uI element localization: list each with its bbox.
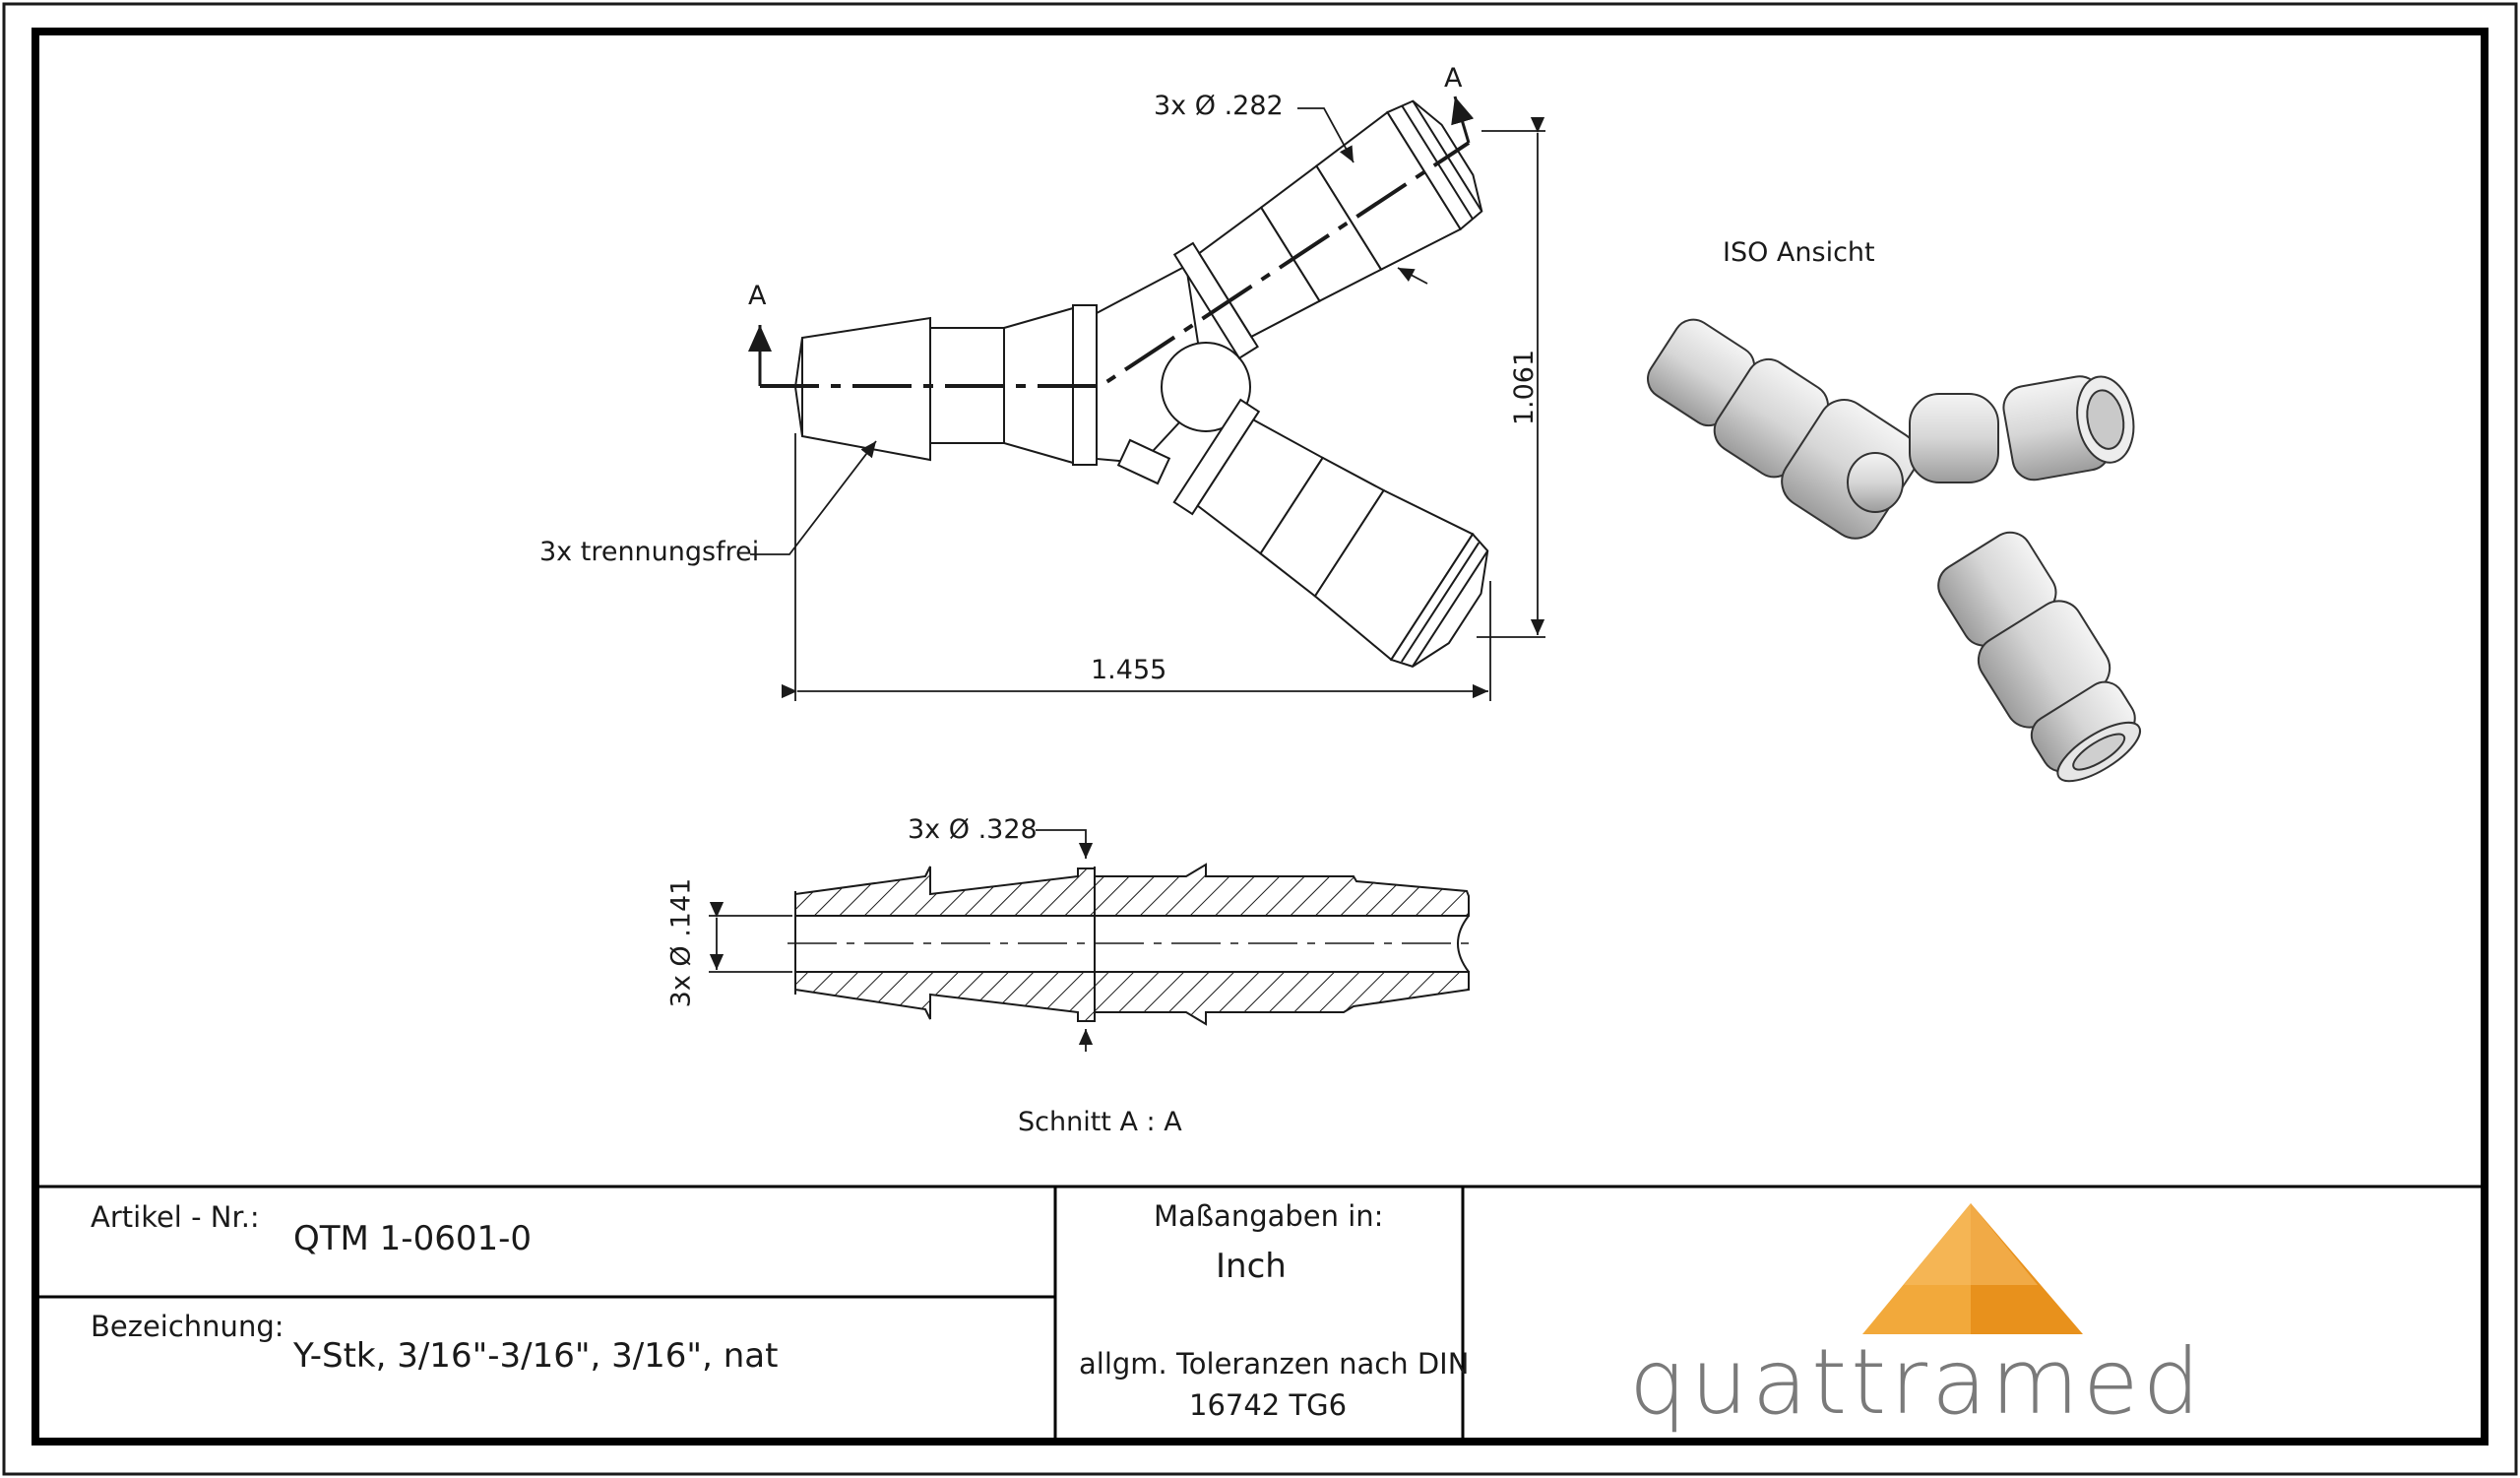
section-view — [788, 863, 1472, 1026]
bore-diameter-label: 3x Ø .141 — [665, 877, 697, 1008]
article-no-label: Artikel - Nr.: — [91, 1200, 260, 1234]
section-title: Schnitt A : A — [1018, 1107, 1182, 1137]
article-no-value: QTM 1-0601-0 — [293, 1219, 533, 1258]
units-value: Inch — [1216, 1247, 1287, 1286]
designation-label: Bezeichnung: — [91, 1310, 284, 1343]
logo-wordmark: quattramed — [1629, 1329, 2205, 1435]
iso-view — [1647, 318, 2141, 783]
units-label: Maßangaben in: — [1154, 1199, 1384, 1233]
designation-value: Y-Stk, 3/16"-3/16", 3/16", nat — [293, 1336, 779, 1376]
collar-diameter-label: 3x Ø .328 — [908, 814, 1038, 845]
tolerance-line-2: 16742 TG6 — [1189, 1388, 1348, 1422]
separation-label: 3x trennungsfrei — [539, 537, 760, 567]
dimension-lines — [750, 107, 1545, 701]
section-marker-a-left: A — [748, 281, 767, 311]
outer-diameter-label: 3x Ø .282 — [1154, 91, 1284, 121]
width-dimension: 1.455 — [1091, 655, 1167, 685]
section-marker-a-right: A — [1444, 63, 1463, 94]
iso-view-title: ISO Ansicht — [1723, 237, 1875, 268]
section-dimensions — [709, 829, 1094, 1052]
inner-frame — [32, 28, 2488, 1446]
quattramed-logo — [1862, 1203, 2083, 1334]
section-line — [748, 96, 1475, 388]
top-view — [793, 99, 1489, 668]
title-block-grid — [35, 1185, 2485, 1442]
height-dimension: 1.061 — [1509, 349, 1541, 426]
tolerance-line-1: allgm. Toleranzen nach DIN — [1079, 1347, 1470, 1381]
